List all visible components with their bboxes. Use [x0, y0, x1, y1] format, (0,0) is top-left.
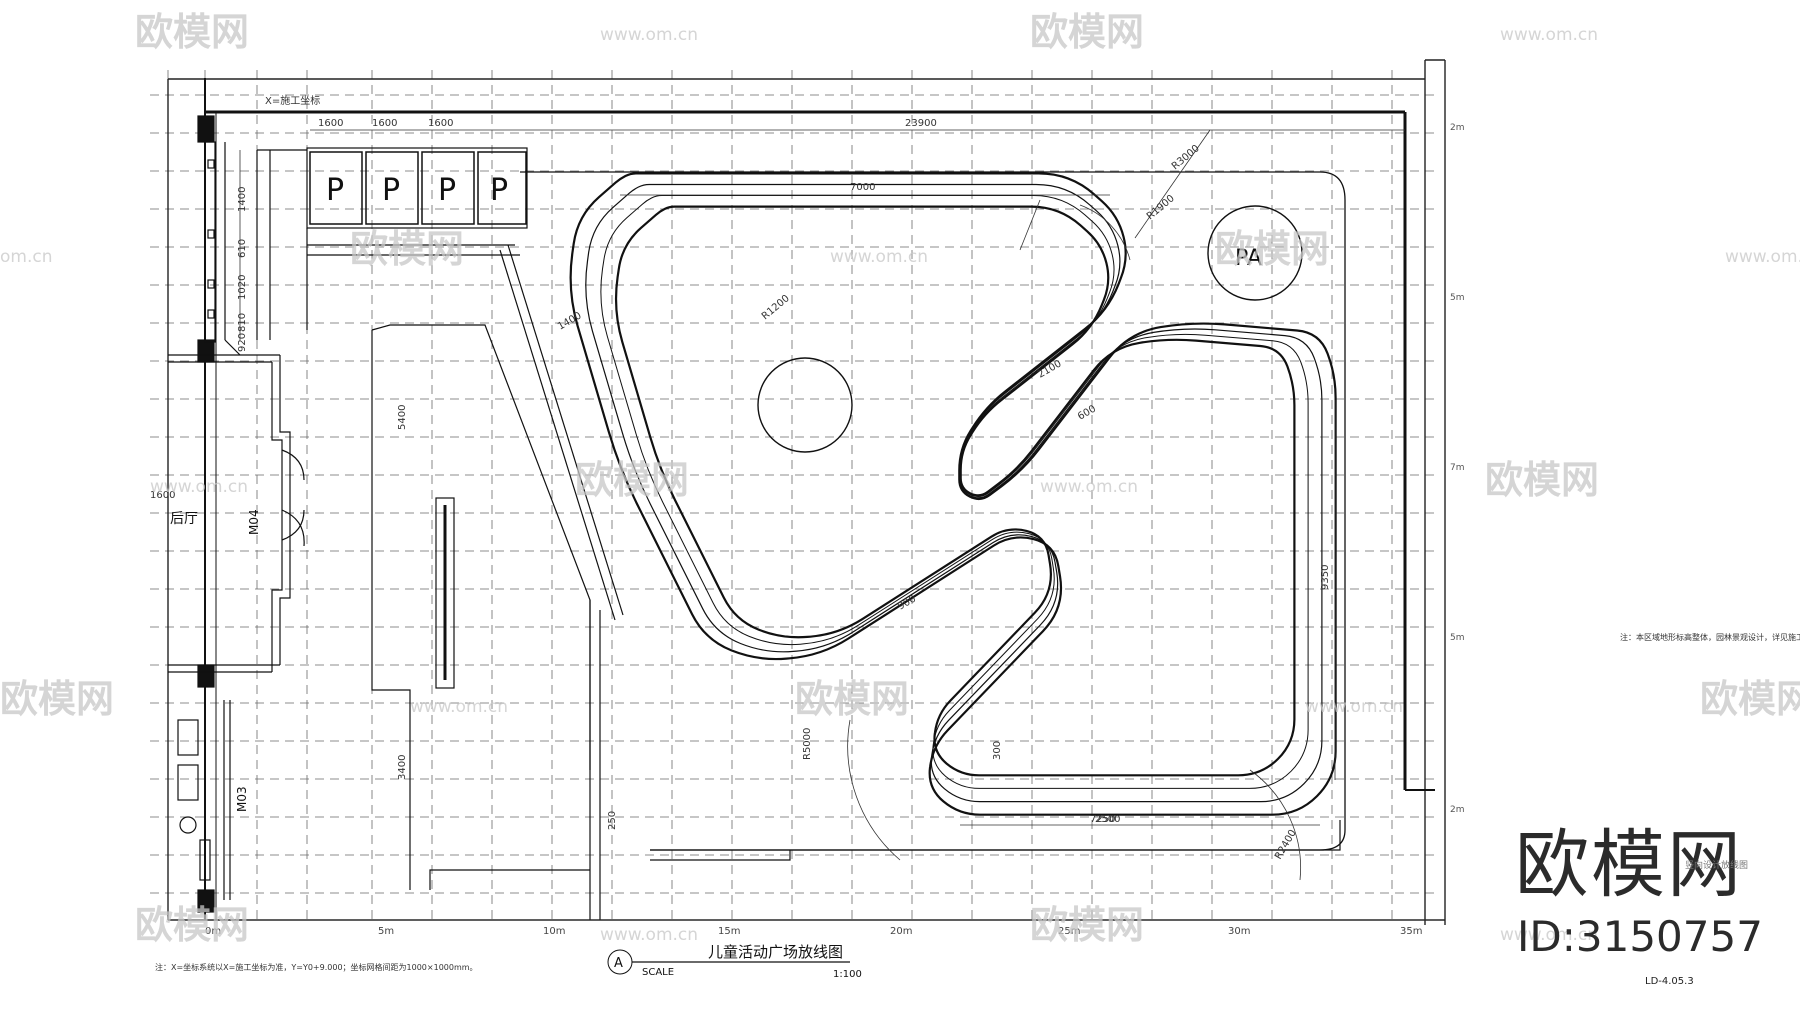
- watermark-logo: 欧模网: [350, 227, 464, 271]
- dimension-label: 810: [237, 313, 248, 332]
- watermark-site: www.om.cn: [1500, 925, 1598, 945]
- ruler-label: 35m: [1400, 926, 1422, 937]
- dimension-label: 610: [237, 239, 248, 258]
- dimension-label: 9350: [1320, 565, 1331, 590]
- room-label: 后厅: [170, 511, 198, 527]
- dimension-label: 1020: [237, 275, 248, 300]
- watermark-site: www.om.cn: [830, 247, 928, 267]
- ruler-label: 30m: [1228, 926, 1250, 937]
- side-note: 注：本区域地形标高整体，园林景观设计，详见施工。: [1620, 632, 1800, 642]
- axis-tick-label: 2m: [1450, 805, 1465, 815]
- play-area-boundary: [520, 171, 1346, 851]
- dimension-label: R5000: [802, 728, 813, 760]
- dimension-label: R2400: [1273, 828, 1299, 862]
- ruler-label: 5m: [378, 926, 394, 937]
- corner-note: 竖向设计放线图: [1685, 861, 1749, 871]
- dimension-label: R1900: [1145, 193, 1177, 222]
- parking-area: [256, 147, 528, 340]
- watermark-logo: 欧模网: [1485, 458, 1599, 502]
- pa-label: PA: [1235, 246, 1262, 271]
- dimension-label: 1600: [372, 118, 397, 129]
- watermark-logo: 欧模网: [1700, 677, 1800, 721]
- watermark-site: om.cn: [0, 247, 53, 267]
- dimension-label: 5400: [397, 405, 408, 430]
- dimension-label: 300: [992, 741, 1003, 760]
- door-label: M03: [235, 786, 249, 812]
- ruler-label: 20m: [890, 926, 912, 937]
- watermark-brand: 欧模网: [1515, 822, 1743, 908]
- dimension-label: 23900: [905, 118, 937, 129]
- watermark-layer: 欧模网欧模网欧模网欧模网欧模网欧模网欧模网欧模网欧模网欧模网欧模网www.om.…: [0, 10, 1800, 947]
- feature-circles: [757, 205, 1303, 453]
- dimension-label: 2500: [1095, 814, 1120, 825]
- axis-tick-label: 2m: [1450, 123, 1465, 133]
- dimension-label: 1600: [318, 118, 343, 129]
- drawing-code: LD-4.05.3: [1645, 976, 1694, 987]
- watermark-logo: 欧模网: [575, 458, 689, 502]
- watermark-site: www.om.cn: [1500, 25, 1598, 45]
- scale-value: 1:100: [833, 969, 862, 980]
- watermark-site: www.om.cn: [1040, 477, 1138, 497]
- watermark-logo: 欧模网: [1030, 10, 1144, 54]
- watermark-logo: 欧模网: [135, 903, 249, 947]
- bottom-note: 注：X=坐标系统以X=施工坐标为准，Y=Y0+9.000；坐标网格间距为1000…: [155, 962, 478, 972]
- section-marker: A 儿童活动广场放线图 SCALE 1:100: [607, 943, 862, 980]
- axis-tick-label: 7m: [1450, 463, 1465, 473]
- axis-tick-label: 5m: [1450, 293, 1465, 303]
- dimension-label: 7250: [1090, 814, 1115, 825]
- watermark-site: www.om.cn: [1305, 697, 1403, 717]
- dimension-label: 600: [1076, 404, 1098, 423]
- watermark-logo: 欧模网: [0, 677, 114, 721]
- ruler-label: 15m: [718, 926, 740, 937]
- dimension-label: 920: [237, 333, 248, 352]
- drawing-title: 儿童活动广场放线图: [708, 943, 843, 961]
- axis-tick-label: 5m: [1450, 633, 1465, 643]
- dimension-label: 1600: [428, 118, 453, 129]
- scale-label: SCALE: [642, 967, 674, 978]
- watermark-site: www.om.cn: [1725, 247, 1800, 267]
- ruler-label: 25m: [1058, 926, 1080, 937]
- right-axis-labels: 2m 5m 7m 5m 2m: [1450, 123, 1465, 815]
- parking-label: P: [438, 173, 456, 208]
- dimension-label: 250: [607, 811, 618, 830]
- ruler-label: 10m: [543, 926, 565, 937]
- dimension-label: X=施工坐标: [265, 94, 320, 107]
- dimension-lines: [239, 129, 1405, 881]
- outer-frame: [167, 59, 1446, 925]
- dimension-label: 1400: [237, 187, 248, 212]
- kart-track: [569, 172, 1337, 816]
- parking-label: P: [382, 173, 400, 208]
- dimension-label: 3400: [397, 755, 408, 780]
- dimension-label: 1600: [150, 490, 175, 501]
- dimension-label: R1200: [760, 293, 792, 322]
- parking-labels: P P P P: [326, 173, 508, 208]
- watermark-id: ID:3150757: [1517, 912, 1763, 961]
- parking-label: P: [326, 173, 344, 208]
- watermark-site: www.om.cn: [150, 477, 248, 497]
- ruler-label: 0m: [205, 926, 221, 937]
- watermark-logo: 欧模网: [135, 10, 249, 54]
- ruler-labels: 0m 5m 10m 15m 20m 25m 30m 35m: [205, 926, 1422, 937]
- left-building-wall: [168, 115, 305, 913]
- door-label: M04: [247, 509, 261, 535]
- watermark-logo: 欧模网: [1215, 227, 1329, 271]
- watermark-logo: 欧模网: [1030, 903, 1144, 947]
- dimension-label: R3000: [1170, 143, 1202, 172]
- watermark-site: www.om.cn: [410, 697, 508, 717]
- dimension-label: 7000: [850, 182, 875, 193]
- section-marker-letter: A: [614, 956, 623, 971]
- watermark-site: www.om.cn: [600, 25, 698, 45]
- parking-label: P: [490, 173, 508, 208]
- entry-ramp: [371, 244, 1341, 920]
- watermark-logo: 欧模网: [795, 677, 909, 721]
- watermark-site: www.om.cn: [600, 925, 698, 945]
